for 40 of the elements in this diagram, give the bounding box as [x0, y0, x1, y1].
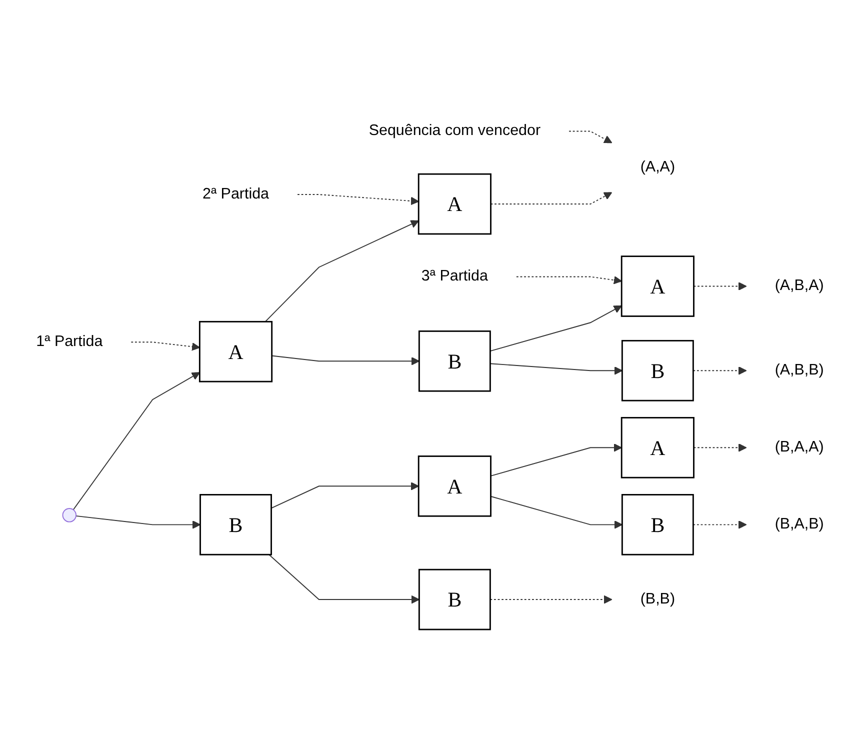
node-box: B	[418, 568, 491, 630]
arrow	[516, 276, 622, 284]
arrow	[490, 192, 612, 204]
arrow	[297, 194, 419, 206]
arrow	[490, 363, 623, 375]
node-text: (A,B,B)	[774, 362, 824, 378]
node-text: (B,B)	[640, 590, 676, 608]
node-box: B	[418, 330, 491, 392]
arrow	[271, 355, 420, 366]
node-box: A	[418, 455, 492, 517]
arrow	[76, 515, 201, 529]
arrow	[693, 282, 747, 290]
arrow	[490, 496, 623, 529]
node-text: 3ª Partida	[421, 268, 488, 284]
node-text: 2ª Partida	[202, 186, 270, 202]
arrow	[568, 130, 612, 144]
arrow	[130, 342, 200, 351]
node-box: A	[418, 173, 492, 235]
arrow	[692, 366, 747, 375]
node-box: A	[198, 320, 273, 382]
arrow	[72, 372, 200, 510]
node-text: (B,A,B)	[774, 516, 824, 532]
arrow	[270, 482, 419, 509]
node-box: A	[620, 256, 694, 317]
arrow	[693, 443, 747, 452]
node-box: B	[200, 494, 272, 556]
arrow	[490, 305, 622, 352]
node-box: A	[620, 416, 694, 478]
node-box: B	[621, 494, 694, 556]
arrow	[692, 520, 747, 529]
node-text: 1ª Partida	[36, 334, 103, 350]
node-text: (A,B,A)	[774, 278, 824, 294]
node-text: Sequência com vencedor	[368, 122, 541, 139]
arrow	[268, 554, 420, 604]
arrow	[490, 595, 612, 604]
arrow	[490, 443, 622, 476]
arrow	[264, 220, 419, 322]
node-box: B	[621, 340, 694, 402]
node-text: (A,A)	[640, 159, 676, 176]
node-text: (B,A,A)	[774, 439, 824, 456]
